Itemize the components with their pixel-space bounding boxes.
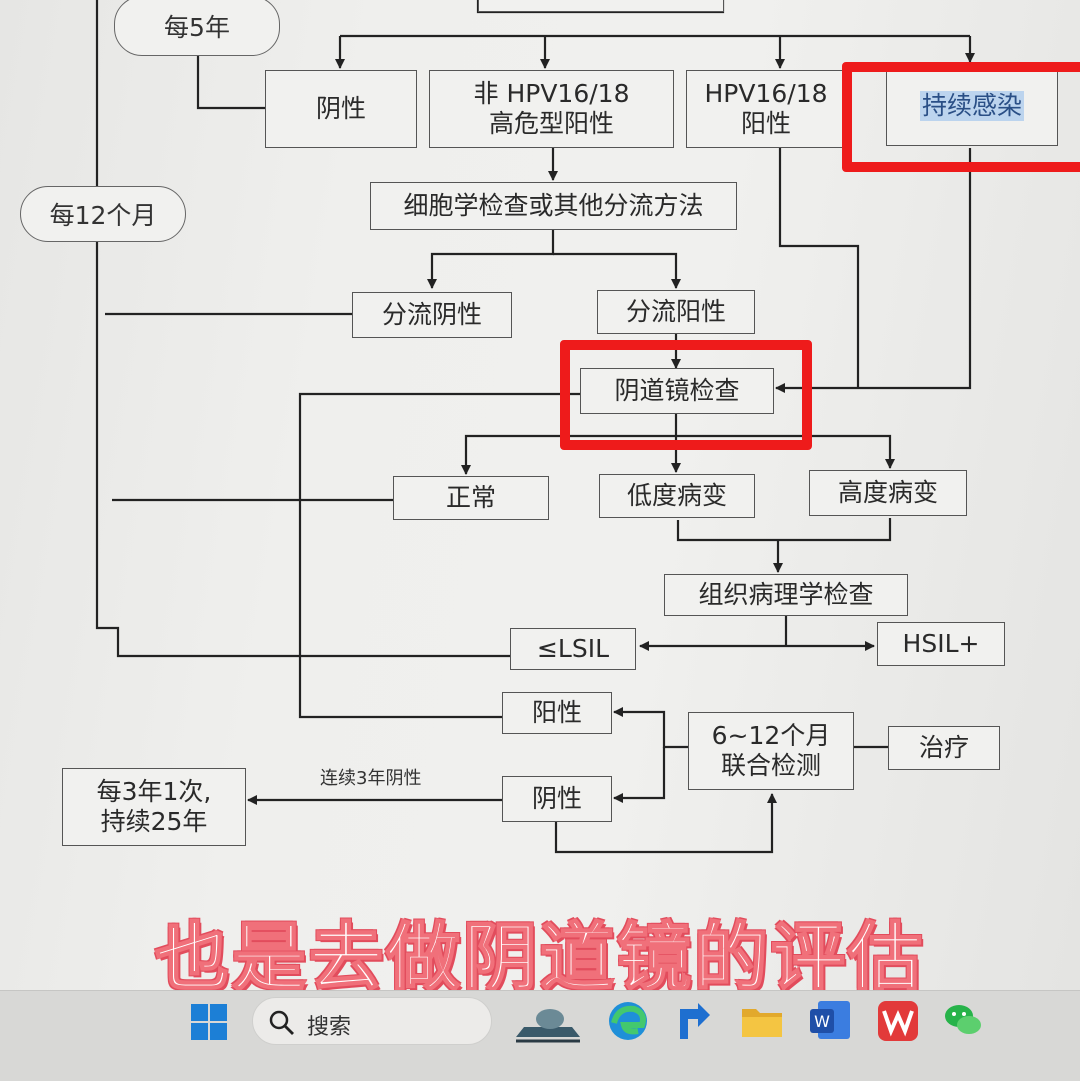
cytology-box: 细胞学检查或其他分流方法 [370, 182, 737, 230]
three-negatives-label: 连续3年阴性 [320, 768, 422, 789]
app-arrow-icon[interactable] [676, 999, 714, 1043]
treatment-box: 治疗 [888, 726, 1000, 770]
edge-icon[interactable] [606, 999, 650, 1043]
file-explorer-icon[interactable] [740, 1001, 784, 1041]
windows-taskbar: 搜索 W [0, 990, 1080, 1081]
wps-icon[interactable] [876, 997, 920, 1043]
document-screen: 每5年 每12个月 阴性 非 HPV16/18 高危型阳性 HPV16/18 阳… [0, 0, 1080, 1002]
positive-result-box: 阳性 [502, 692, 612, 734]
widget-icon[interactable] [510, 999, 586, 1045]
search-icon [269, 1010, 295, 1040]
cycle-5-years-label: 每5年 [114, 0, 280, 56]
high-grade-lesion-box: 高度病变 [809, 470, 967, 516]
persistent-infection-text[interactable]: 持续感染 [919, 91, 1024, 121]
non-hpv1618-line2: 高危型阳性 [488, 109, 614, 138]
hsil-box: HSIL+ [877, 622, 1005, 666]
triage-negative-box: 分流阴性 [352, 292, 512, 338]
colposcopy-box: 阴道镜检查 [580, 368, 774, 414]
low-grade-lesion-box: 低度病变 [599, 474, 755, 518]
cotest-line1: 6~12个月 [711, 721, 831, 750]
hpv1618-line1: HPV16/18 [704, 79, 828, 108]
persistent-infection-box[interactable]: 持续感染 [886, 66, 1058, 146]
svg-text:W: W [814, 1012, 830, 1031]
windows-start-icon[interactable] [190, 1003, 228, 1041]
top-partial-box [478, 0, 724, 12]
video-caption: 也是去做阴道镜的评估 [154, 914, 925, 1002]
negative-box: 阴性 [265, 70, 417, 148]
every-3-years-line2: 持续25年 [100, 807, 208, 836]
word-icon[interactable]: W [808, 997, 854, 1043]
wechat-icon[interactable] [942, 999, 984, 1041]
lsil-box: ≤LSIL [510, 628, 636, 670]
every-3-years-line1: 每3年1次, [96, 777, 212, 806]
hpv1618-positive-box: HPV16/18 阳性 [686, 70, 846, 148]
cycle-12-months-label: 每12个月 [20, 186, 186, 242]
histopathology-box: 组织病理学检查 [664, 574, 908, 616]
hpv1618-line2: 阳性 [740, 109, 791, 138]
cotest-box: 6~12个月 联合检测 [688, 712, 854, 790]
every-3-years-box: 每3年1次, 持续25年 [62, 768, 246, 846]
non-hpv1618-positive-box: 非 HPV16/18 高危型阳性 [429, 70, 674, 148]
taskbar-search-box[interactable]: 搜索 [252, 997, 492, 1045]
negative-result-box: 阴性 [502, 776, 612, 822]
normal-box: 正常 [393, 476, 549, 520]
flowchart-connectors [95, 0, 975, 854]
triage-positive-box: 分流阳性 [597, 290, 755, 334]
cotest-line2: 联合检测 [720, 751, 821, 780]
non-hpv1618-line1: 非 HPV16/18 [473, 79, 630, 108]
search-placeholder: 搜索 [307, 1015, 352, 1040]
